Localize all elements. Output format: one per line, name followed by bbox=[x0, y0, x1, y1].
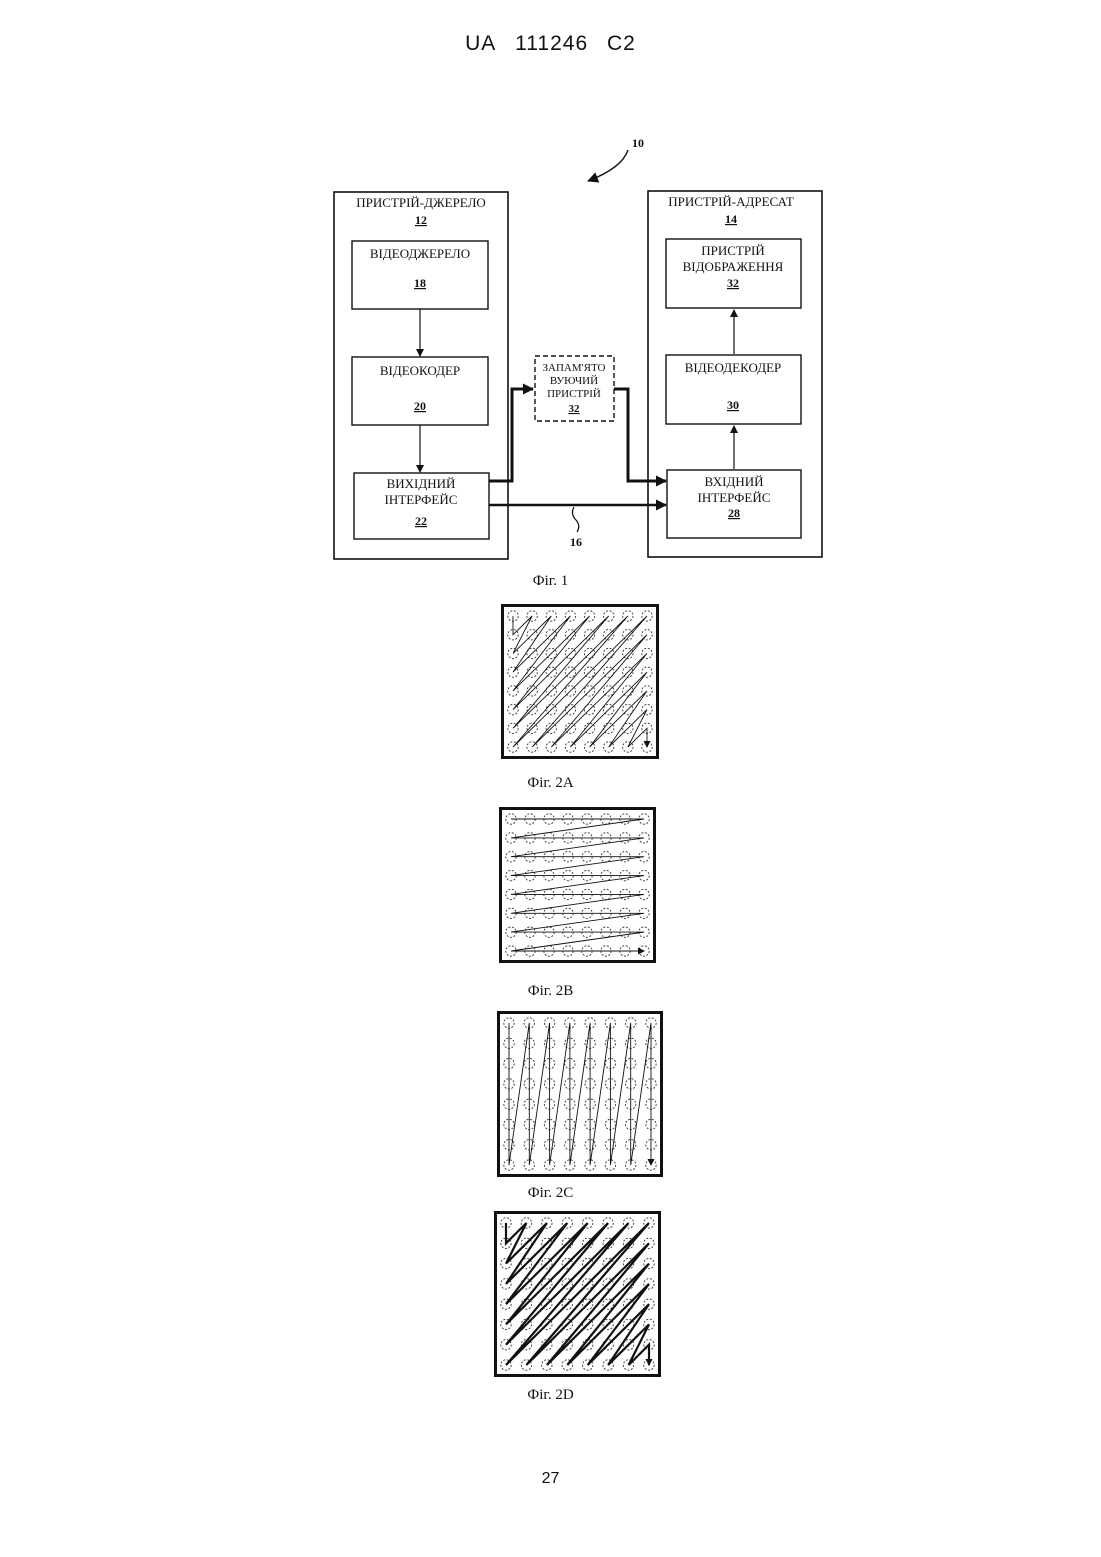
video-source-ref: 18 bbox=[414, 276, 426, 290]
scan-order-path bbox=[506, 1223, 649, 1365]
output-interface-line2: ІНТЕРФЕЙС bbox=[385, 492, 458, 507]
storage-line3: ПРИСТРІЙ bbox=[547, 388, 601, 400]
fig2c-vertical-scan bbox=[497, 1011, 663, 1177]
storage-line1: ЗАПАМ'ЯТО bbox=[543, 362, 606, 374]
scan-order-path bbox=[513, 616, 647, 747]
storage-ref: 32 bbox=[569, 403, 581, 415]
fig2b-caption: Фіг. 2В bbox=[0, 983, 1101, 1000]
link-ref-leader bbox=[572, 507, 578, 532]
video-encoder-title: ВІДЕОКОДЕР bbox=[380, 363, 460, 378]
system-ref-label: 10 bbox=[632, 136, 644, 150]
source-device-ref: 12 bbox=[415, 213, 427, 227]
output-interface-ref: 22 bbox=[415, 514, 427, 528]
scan-order-path bbox=[511, 819, 644, 951]
video-decoder-ref: 30 bbox=[727, 398, 739, 412]
fig2d-diagonal-scan bbox=[494, 1211, 661, 1377]
system-ref-arrow bbox=[588, 150, 628, 181]
destination-device-ref: 14 bbox=[725, 212, 737, 226]
video-encoder-ref: 20 bbox=[414, 399, 426, 413]
arrow-storage-to-input bbox=[614, 389, 666, 481]
fig2b-horizontal-scan bbox=[499, 807, 656, 963]
destination-device-title: ПРИСТРІЙ-АДРЕСАТ bbox=[668, 194, 794, 209]
video-source-title: ВІДЕОДЖЕРЕЛО bbox=[370, 246, 470, 261]
fig1-block-diagram: 10 ПРИСТРІЙ-ДЖЕРЕЛО 12 ВІДЕОДЖЕРЕЛО 18 В… bbox=[0, 0, 1101, 600]
storage-line2: ВУЮЧИЙ bbox=[550, 375, 598, 387]
fig2d-caption: Фіг. 2D bbox=[0, 1387, 1101, 1404]
page-number: 27 bbox=[0, 1470, 1101, 1488]
input-interface-line2: ІНТЕРФЕЙС bbox=[698, 490, 771, 505]
fig2a-diagonal-scan bbox=[501, 604, 659, 759]
fig2c-caption: Фіг. 2С bbox=[0, 1185, 1101, 1202]
link-ref-label: 16 bbox=[570, 535, 582, 549]
fig2a-caption: Фіг. 2А bbox=[0, 775, 1101, 792]
output-interface-line1: ВИХІДНИЙ bbox=[387, 476, 456, 491]
input-interface-ref: 28 bbox=[728, 506, 740, 520]
display-ref: 32 bbox=[727, 276, 739, 290]
scan-order-path bbox=[509, 1023, 651, 1165]
input-interface-line1: ВХІДНИЙ bbox=[704, 474, 763, 489]
fig1-caption: Фіг. 1 bbox=[0, 573, 1101, 590]
arrow-output-to-storage bbox=[489, 389, 533, 481]
display-line2: ВІДОБРАЖЕННЯ bbox=[683, 259, 784, 274]
source-device-title: ПРИСТРІЙ-ДЖЕРЕЛО bbox=[356, 195, 486, 210]
display-line1: ПРИСТРІЙ bbox=[701, 243, 765, 258]
video-decoder-title: ВІДЕОДЕКОДЕР bbox=[685, 360, 781, 375]
